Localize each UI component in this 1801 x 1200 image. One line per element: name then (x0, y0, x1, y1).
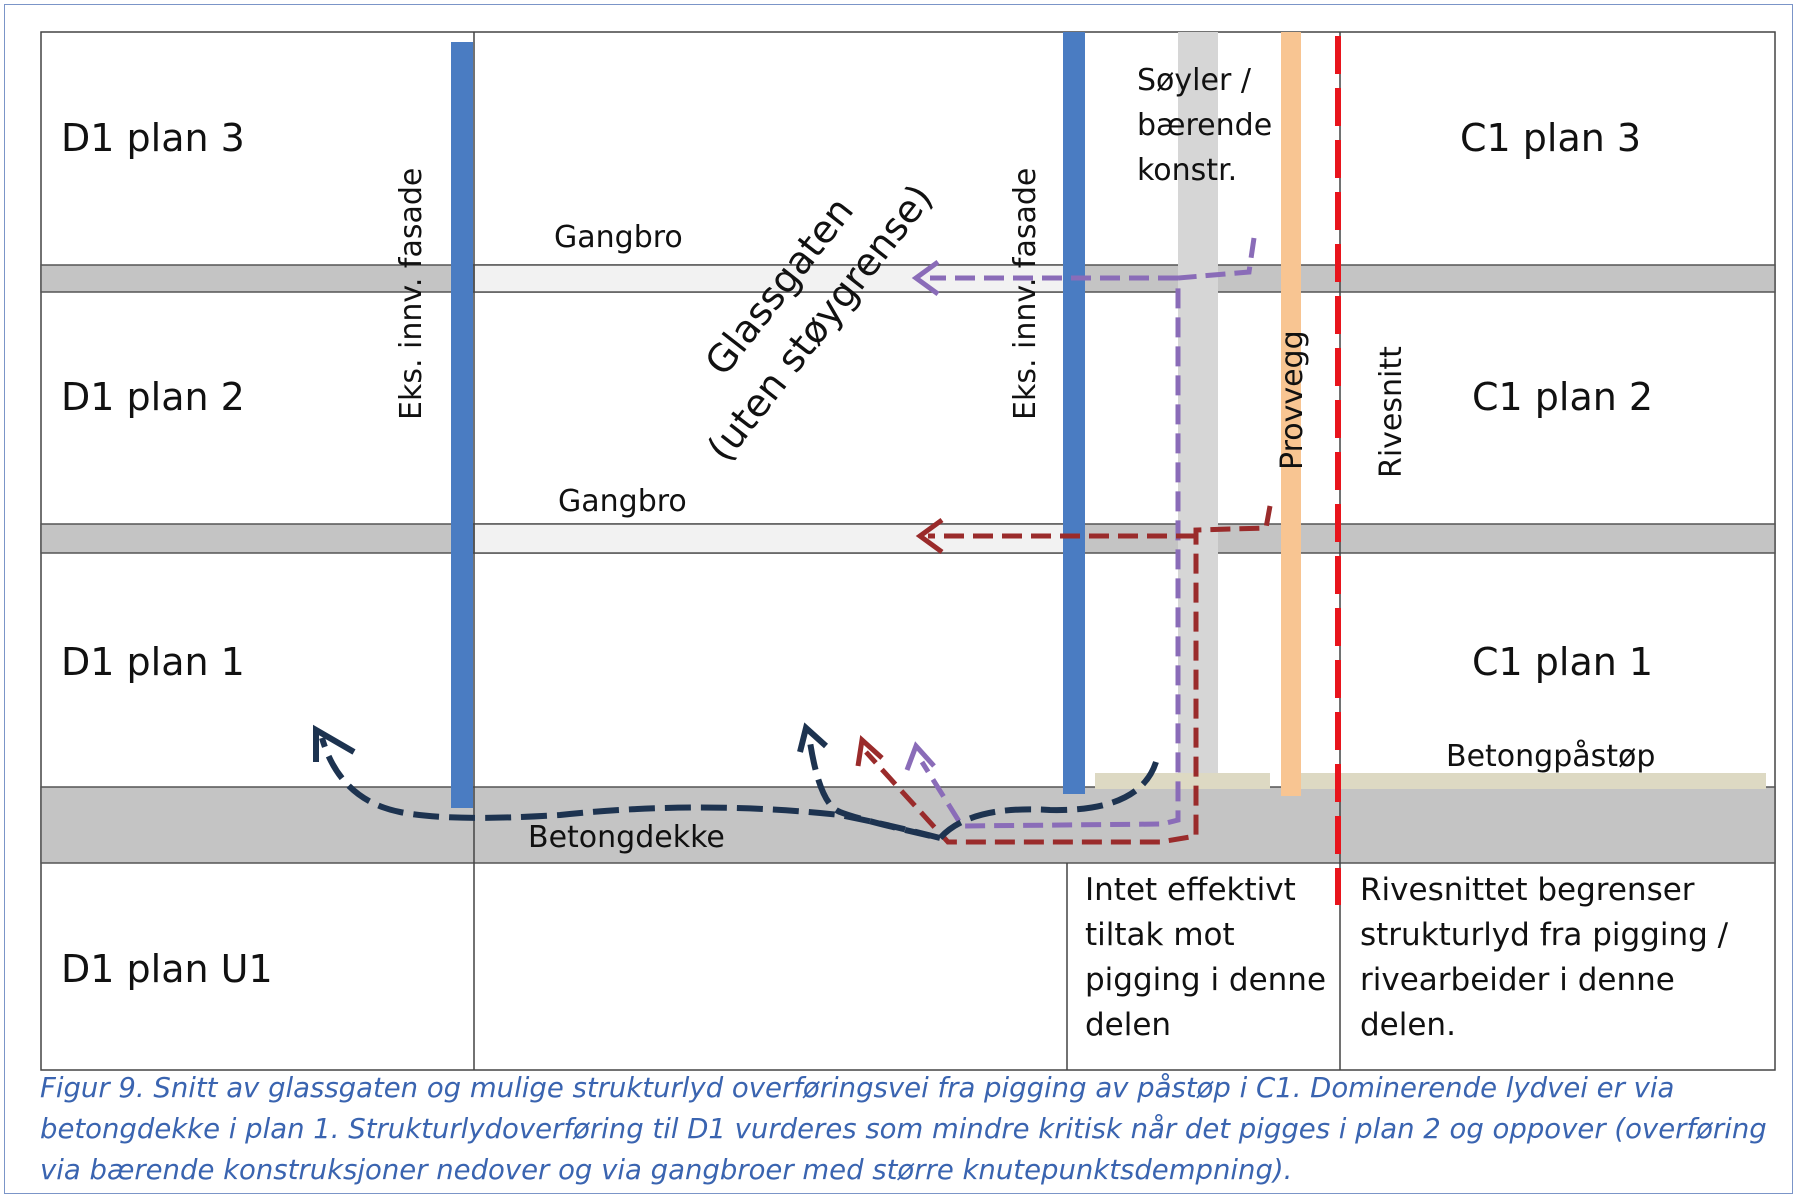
soyler-column (1178, 32, 1218, 787)
betongpastop-label: Betongpåstøp (1446, 739, 1655, 774)
note-left-line4: delen (1085, 1007, 1171, 1043)
soyler-label-line3: konstr. (1137, 153, 1237, 188)
floor-label-c1-plan3: C1 plan 3 (1460, 116, 1641, 160)
note-left-line2: tiltak mot (1085, 917, 1235, 953)
floor-label-c1-plan1: C1 plan 1 (1472, 640, 1653, 684)
floor-label-d1-planU1: D1 plan U1 (61, 947, 273, 991)
facade-right-wall (1063, 32, 1085, 794)
path-red-arrowhead-upper (915, 517, 944, 555)
note-right-line2: strukturlyd fra pigging / (1360, 917, 1729, 953)
figure-frame (4, 4, 1793, 1194)
betongdekke-label: Betongdekke (528, 820, 725, 855)
provvegg-wall (1281, 32, 1301, 796)
note-right-line3: rivearbeider i denne (1360, 962, 1675, 998)
soyler-label-line1: Søyler / (1137, 63, 1252, 98)
soyler-label-line2: bærende (1137, 108, 1272, 143)
note-left-line1: Intet effektivt (1085, 872, 1296, 908)
path-red-arrowhead-lower (855, 735, 884, 767)
provvegg-label: Provvegg (1275, 330, 1310, 470)
figure-caption: Figur 9. Snitt av glassgaten og mulige s… (40, 1072, 1767, 1186)
path-navy-arrowhead-left (313, 724, 356, 762)
facade-right-label: Eks. innv. fasade (1008, 168, 1043, 420)
path-navy-arrowhead-mid (797, 722, 829, 753)
floor-label-d1-plan3: D1 plan 3 (61, 116, 245, 160)
path-navy-long (319, 737, 941, 841)
rivesnitt-label: Rivesnitt (1374, 346, 1409, 478)
path-navy-short (807, 741, 1159, 842)
facade-left-wall (451, 42, 473, 808)
betongpastop-strip-right (1294, 773, 1766, 789)
facade-left-label: Eks. innv. fasade (394, 168, 429, 420)
floor-label-d1-plan1: D1 plan 1 (61, 640, 245, 684)
path-purple-arrowhead-upper (911, 259, 940, 297)
floor-label-d1-plan2: D1 plan 2 (61, 375, 245, 419)
gangbro-upper-label: Gangbro (554, 220, 683, 255)
floor-label-c1-plan2: C1 plan 2 (1472, 375, 1653, 419)
note-left-line3: pigging i denne (1085, 962, 1326, 998)
path-purple (919, 237, 1257, 829)
path-purple-arrowhead-lower (904, 741, 936, 771)
note-right-line4: delen. (1360, 1007, 1456, 1043)
gangbro-lower-label: Gangbro (558, 484, 687, 519)
path-red (864, 505, 1273, 845)
note-right-line1: Rivesnittet begrenser (1360, 872, 1695, 908)
betongpastop-strip-left (1095, 773, 1270, 789)
